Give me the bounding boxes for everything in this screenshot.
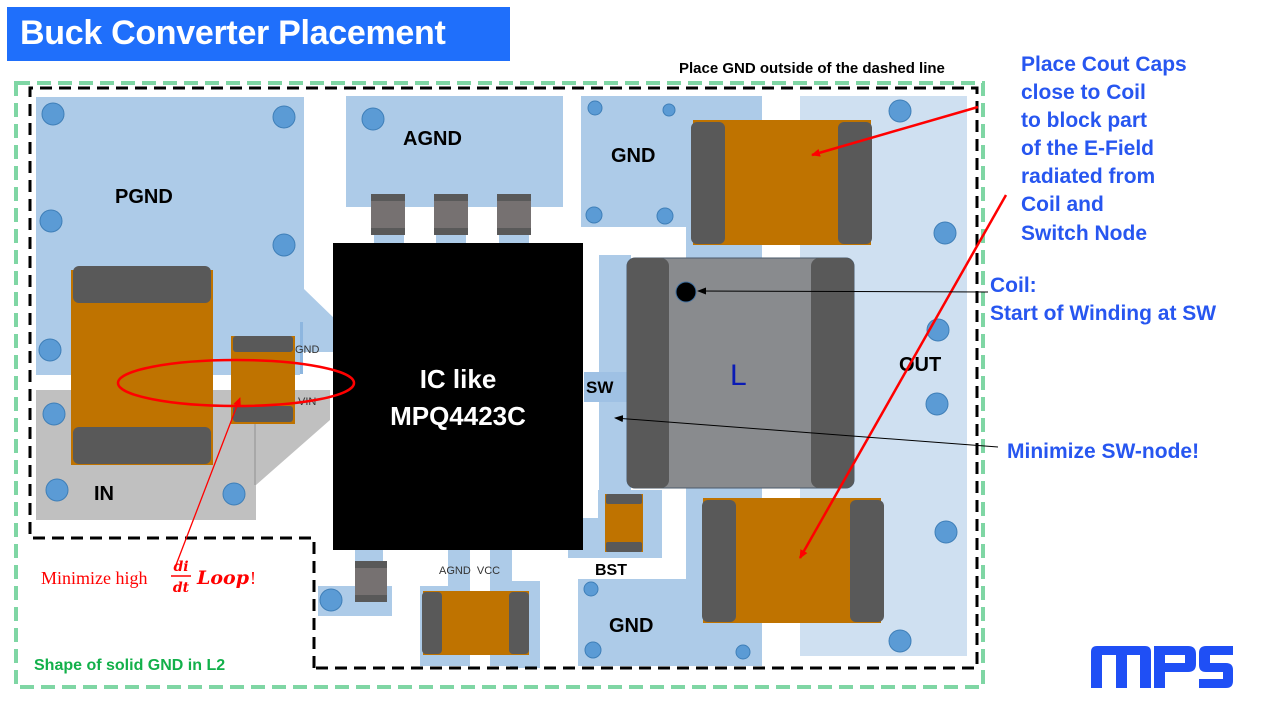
cout-bottom-arrow xyxy=(798,194,1008,559)
sw-node-arrow xyxy=(614,415,999,448)
cout-note-line: of the E-Field xyxy=(1021,137,1154,160)
via xyxy=(735,644,751,660)
minimize-sw-note: Minimize SW-node! xyxy=(1007,440,1199,463)
inductor-label: L xyxy=(730,359,747,392)
ic-label-line1: IC like xyxy=(420,364,497,394)
gnd-top-plane xyxy=(581,96,687,227)
gnd-outside-note: Place GND outside of the dashed line xyxy=(679,60,945,77)
via xyxy=(934,520,958,544)
out-label: OUT xyxy=(899,354,941,376)
via xyxy=(656,207,674,225)
via xyxy=(584,641,602,659)
input-bulk-cap xyxy=(71,266,213,465)
cout-note-line: radiated from xyxy=(1021,165,1155,188)
agnd-decoupling-caps xyxy=(371,194,531,235)
ic-label-line2: MPQ4423C xyxy=(390,401,526,431)
output-cap-top xyxy=(691,120,872,245)
gnd-l2-boundary xyxy=(14,81,985,689)
agnd-label: AGND xyxy=(403,128,462,150)
via xyxy=(42,402,66,426)
loop-note-word: Loop xyxy=(196,567,250,589)
via xyxy=(888,629,912,653)
loop-note-prefix: Minimize high xyxy=(41,568,148,588)
bst-cap xyxy=(605,494,643,552)
loop-frac-den: dt xyxy=(173,580,190,596)
small-cap xyxy=(497,194,531,235)
winding-start-dot xyxy=(675,281,697,303)
via xyxy=(361,107,385,131)
cout-note-line: to block part xyxy=(1021,109,1147,132)
vcc-cap xyxy=(422,591,529,655)
coil-winding-arrow xyxy=(697,287,989,295)
via xyxy=(933,221,957,245)
via xyxy=(272,233,296,257)
title-bar: Buck Converter Placement xyxy=(7,7,510,61)
via xyxy=(45,478,69,502)
via xyxy=(319,588,343,612)
loop-arrow xyxy=(175,397,241,566)
loop-frac-num: di xyxy=(173,559,188,575)
via xyxy=(272,105,296,129)
coil-note-line1: Coil: xyxy=(990,274,1037,297)
cout-top-arrow xyxy=(811,105,979,157)
cout-note-line: Place Cout Caps xyxy=(1021,53,1187,76)
via xyxy=(41,102,65,126)
cout-caps-note: Place Cout Caps close to Coil to block p… xyxy=(1021,53,1187,245)
mps-logo xyxy=(1091,646,1233,688)
ic-package xyxy=(333,243,583,550)
coil-note-line2: Start of Winding at SW xyxy=(990,302,1216,325)
via xyxy=(583,581,599,597)
via xyxy=(39,209,63,233)
keepout-dashed-line xyxy=(28,86,979,670)
gnd-bottom-label: GND xyxy=(609,615,653,637)
pin-gnd-label: GND xyxy=(295,344,320,356)
vias xyxy=(38,99,958,660)
small-cap-bottom xyxy=(355,561,387,602)
loop-note: Minimize high di dt Loop ! xyxy=(41,559,256,596)
via xyxy=(222,482,246,506)
cout-note-line: close to Coil xyxy=(1021,81,1146,104)
inductor xyxy=(626,257,855,489)
via xyxy=(888,99,912,123)
via xyxy=(585,206,603,224)
small-cap xyxy=(434,194,468,235)
gnd-top-label: GND xyxy=(611,145,655,167)
small-cap xyxy=(371,194,405,235)
output-cap-bottom xyxy=(702,498,884,623)
via xyxy=(38,338,62,362)
pin-agnd-vcc-label: AGND VCC xyxy=(439,565,500,577)
via xyxy=(925,392,949,416)
solid-gnd-note: Shape of solid GND in L2 xyxy=(34,657,225,674)
loop-note-bang: ! xyxy=(250,568,256,588)
in-label: IN xyxy=(94,483,114,505)
pgnd-label: PGND xyxy=(115,186,173,208)
page-title: Buck Converter Placement xyxy=(20,14,446,52)
bst-label: BST xyxy=(595,562,627,579)
cout-note-line: Coil and xyxy=(1021,193,1104,216)
sw-label: SW xyxy=(586,378,614,397)
via xyxy=(662,103,676,117)
cout-note-line: Switch Node xyxy=(1021,222,1147,245)
via xyxy=(587,100,603,116)
input-hf-cap xyxy=(231,336,295,424)
